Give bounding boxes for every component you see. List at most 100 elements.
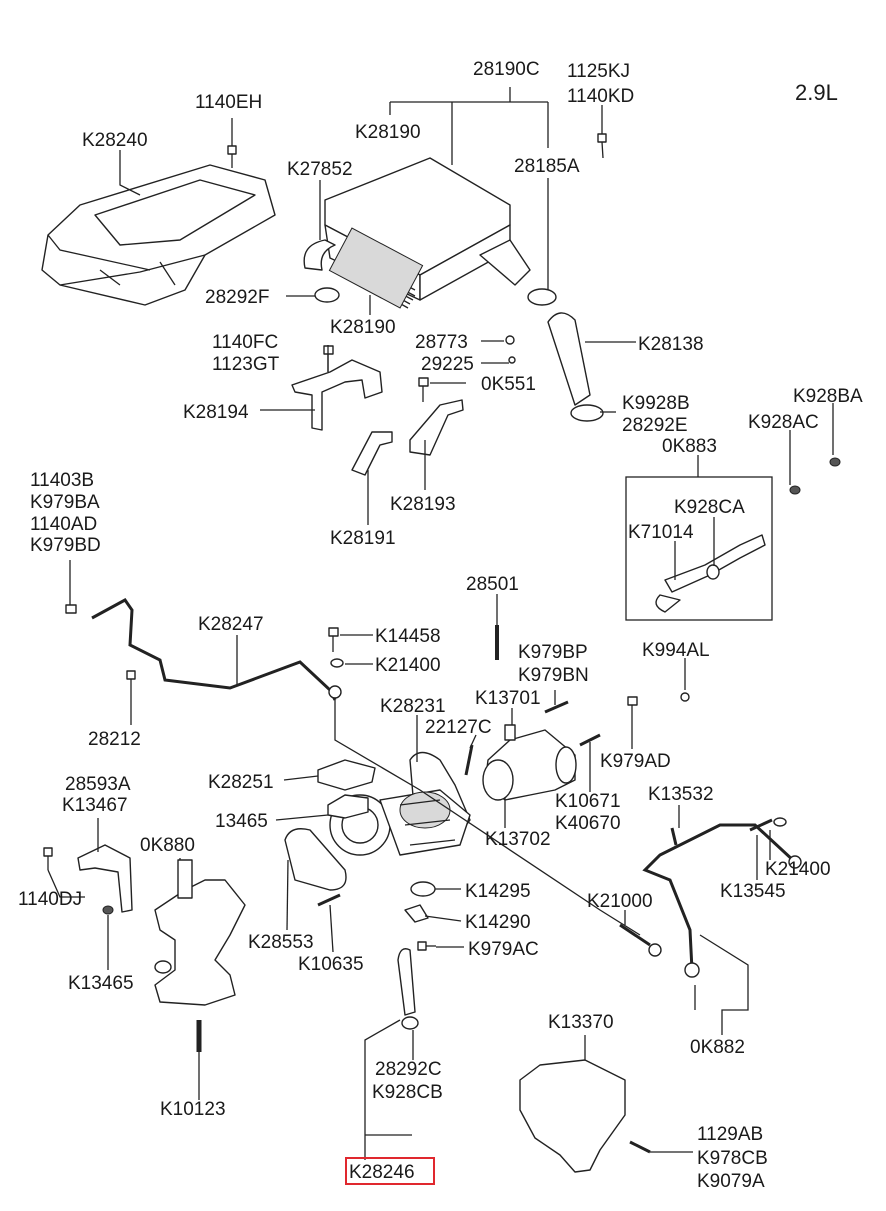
label-k928cb: K928CB: [372, 1082, 443, 1103]
label-28292e: 28292E: [622, 415, 688, 436]
label-1140dj: 1140DJ: [18, 889, 82, 910]
gasket-k28251-part: [317, 759, 376, 791]
bolt-1140dj-part: [43, 847, 53, 870]
bolt-1140eh-part: [227, 145, 237, 168]
nut-k13465-part: [102, 905, 114, 915]
gasket-k28553-part: [284, 828, 347, 891]
bolt-28212-part: [126, 670, 136, 690]
fitting-k14290-part: [404, 904, 429, 923]
label-k13702: K13702: [485, 829, 551, 850]
label-k928ca: K928CA: [674, 497, 745, 518]
bolt-k928ba-part: [829, 457, 841, 467]
engine-size-label: 2.9L: [795, 80, 838, 105]
label-k28240: K28240: [82, 130, 148, 151]
label-k979ba: K979BA: [30, 492, 100, 513]
bolt-k21000-part: [619, 923, 662, 957]
oil-feed-pipe-part: [65, 598, 342, 701]
bolt-k10635-part: [317, 893, 341, 907]
bolt-k14458-part: [328, 627, 339, 652]
label-k28190-top: K28190: [355, 122, 421, 143]
label-k994al: K994AL: [642, 640, 710, 661]
label-k21400-right: K21400: [765, 859, 831, 880]
washer-k21400-part: [330, 658, 344, 668]
bracket-k28193-part: [409, 399, 464, 456]
label-11403b: 11403B: [30, 470, 94, 491]
hose-k28138-part: [547, 312, 591, 406]
clamp-28292f-part: [314, 287, 340, 303]
clamp-28292c-part: [401, 1016, 419, 1030]
label-29225: 29225: [421, 354, 474, 375]
bracket-k28191-part: [351, 431, 393, 476]
label-0k551: 0K551: [481, 374, 536, 395]
label-k21400-top: K21400: [375, 655, 441, 676]
label-28212: 28212: [88, 729, 141, 750]
bolt-0k551-part: [418, 377, 429, 402]
label-28501: 28501: [466, 574, 519, 595]
bolt-22127c-part: [464, 744, 474, 776]
label-k28138: K28138: [638, 334, 704, 355]
engine-cover-part: [41, 164, 276, 306]
label-k27852: K27852: [287, 159, 353, 180]
label-k28553: K28553: [248, 932, 314, 953]
label-k13370: K13370: [548, 1012, 614, 1033]
label-k14290: K14290: [465, 912, 531, 933]
label-1140eh: 1140EH: [195, 92, 262, 113]
label-k979bd: K979BD: [30, 535, 101, 556]
label-1129ab: 1129AB: [697, 1124, 763, 1145]
bolt-k10671-part: [579, 733, 601, 747]
label-28593a: 28593A: [65, 774, 131, 795]
label-22127c: 22127C: [425, 717, 492, 738]
label-13465: 13465: [215, 811, 268, 832]
label-k40670: K40670: [555, 813, 621, 834]
intercooler-outlet-part: [479, 239, 531, 286]
label-k928ba: K928BA: [793, 386, 863, 407]
gasket-k14295-part: [410, 881, 436, 897]
bolt-k979bp-part: [544, 700, 569, 714]
bolt-k928ac-part: [789, 485, 801, 495]
washer-k21400b-part: [773, 817, 787, 827]
hose-k27852-part: [303, 239, 336, 271]
label-k28246[interactable]: K28246: [349, 1162, 415, 1183]
clamp-28185a-part: [527, 288, 557, 306]
label-k978cb: K978CB: [697, 1148, 768, 1169]
label-k13545: K13545: [720, 881, 786, 902]
label-k979ad: K979AD: [600, 751, 671, 772]
label-k28247: K28247: [198, 614, 264, 635]
label-28292c: 28292C: [375, 1059, 442, 1080]
label-0k880: 0K880: [140, 835, 195, 856]
label-k10671: K10671: [555, 791, 621, 812]
label-k10635: K10635: [298, 954, 364, 975]
bolt-1125kj-part: [597, 133, 607, 159]
label-k979bp: K979BP: [518, 642, 588, 663]
part-labels: 2.9L 28190C 1125KJ 1140KD 1140EH K28190 …: [18, 59, 863, 1192]
label-1125kj: 1125KJ: [567, 61, 630, 82]
label-k28193: K28193: [390, 494, 456, 515]
label-k21000: K21000: [587, 891, 653, 912]
bolt-1129ab-part: [629, 1140, 651, 1154]
label-1140fc: 1140FC: [212, 332, 278, 353]
bolt-k979ac-part: [417, 941, 436, 951]
label-k13467: K13467: [62, 795, 128, 816]
clamp-k9928b-part: [570, 404, 604, 422]
label-1140ad: 1140AD: [30, 514, 97, 535]
label-k28191: K28191: [330, 528, 396, 549]
label-k71014: K71014: [628, 522, 694, 543]
label-0k883: 0K883: [662, 436, 717, 457]
label-28773: 28773: [415, 332, 468, 353]
hose-k28246-part: [397, 948, 416, 1016]
exhaust-elbow-part: [154, 859, 246, 1006]
label-28185a: 28185A: [514, 156, 580, 177]
label-k28251: K28251: [208, 772, 274, 793]
label-28292f: 28292F: [205, 287, 269, 308]
oil-return-pipe-part: [642, 823, 802, 978]
highlight-box-k28246: [345, 1157, 435, 1185]
label-k28194: K28194: [183, 402, 249, 423]
intercooler-part: [324, 157, 511, 309]
bracket-28593a-part: [77, 844, 133, 913]
label-k979bn: K979BN: [518, 665, 589, 686]
bolt-k979ad-part: [627, 696, 638, 725]
label-k14295: K14295: [465, 881, 531, 902]
label-k979ac: K979AC: [468, 939, 539, 960]
heat-shield-part: [519, 1059, 626, 1173]
